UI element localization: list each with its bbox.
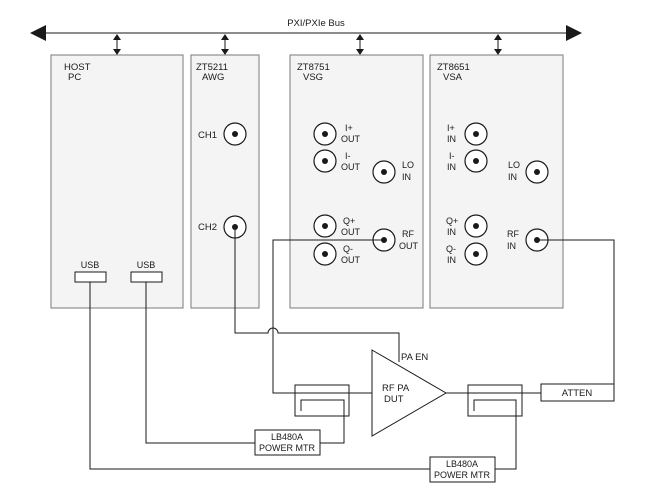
vsa-q-minus-label: Q- xyxy=(446,244,456,254)
vsa-i-minus-sub: IN xyxy=(447,162,456,172)
wire-amp-to-vsa xyxy=(446,239,615,394)
wire-usb1-meter2 xyxy=(89,282,430,470)
vsa-q-minus-sub: IN xyxy=(447,255,456,265)
wire-meter2-coupler2 xyxy=(473,399,517,470)
pxi-bus-label: PXI/PXIe Bus xyxy=(287,18,345,29)
meter2-line2: POWER MTR xyxy=(434,470,490,480)
meter1-line1: LB480A xyxy=(271,432,303,442)
vsg-q-minus-label: Q- xyxy=(343,244,353,254)
host-pc-name: HOST xyxy=(64,62,91,73)
vsa-i-minus-label: I- xyxy=(449,151,455,161)
awg-ch1-connector xyxy=(223,122,247,146)
vsg-i-plus-sub: OUT xyxy=(341,134,361,144)
vsa-q-plus-label: Q+ xyxy=(446,216,458,226)
awg-module: ZT5211 AWG CH1 CH2 xyxy=(190,54,260,309)
vsa-rf-label: RF xyxy=(507,229,519,239)
vsa-q-plus-connector xyxy=(464,214,488,238)
vsa-type: VSA xyxy=(443,72,463,83)
vsg-i-plus-connector xyxy=(313,122,337,146)
attenuator: ATTEN xyxy=(540,383,615,402)
vsg-q-plus-sub: OUT xyxy=(341,227,361,237)
vsg-i-minus-connector xyxy=(313,149,337,173)
vsg-rf-label: RF xyxy=(402,229,414,239)
vsg-rf-sub: OUT xyxy=(399,241,419,251)
meter1-line2: POWER MTR xyxy=(259,443,315,453)
usb-port-2 xyxy=(130,271,163,283)
vsa-module: ZT8651 VSA I+ IN I- IN LO IN Q+ IN Q- IN… xyxy=(429,54,564,309)
amp-line1: RF PA xyxy=(382,383,410,394)
vsg-q-plus-connector xyxy=(313,214,337,238)
vsg-lo-connector xyxy=(372,160,396,184)
vsa-q-minus-connector xyxy=(464,242,488,266)
usb-port-1-label: USB xyxy=(81,260,100,270)
atten-label: ATTEN xyxy=(562,388,593,399)
usb-port-2-label: USB xyxy=(137,260,156,270)
wiring xyxy=(89,227,615,470)
wire-meter1-coupler1 xyxy=(300,399,345,444)
awg-ch1-label: CH1 xyxy=(198,130,217,141)
rf-pa-dut: PA EN RF PA DUT xyxy=(371,349,447,437)
vsa-i-plus-connector xyxy=(464,122,488,146)
vsg-i-minus-sub: OUT xyxy=(341,162,361,172)
vsa-lo-sub: IN xyxy=(508,172,517,182)
amp-pa-en-label: PA EN xyxy=(401,352,428,363)
awg-model: ZT5211 xyxy=(196,62,228,73)
pxi-bus: PXI/PXIe Bus xyxy=(30,18,582,55)
wire-vsg-rf-out xyxy=(272,239,384,394)
vsa-i-plus-sub: IN xyxy=(447,134,456,144)
usb-port-1 xyxy=(74,271,107,283)
vsa-q-plus-sub: IN xyxy=(447,227,456,237)
host-pc-sub: PC xyxy=(68,72,81,83)
vsg-model: ZT8751 xyxy=(297,62,330,73)
vsg-i-plus-label: I+ xyxy=(345,123,353,133)
vsg-q-minus-sub: OUT xyxy=(341,255,361,265)
bus-taps xyxy=(113,34,502,55)
vsg-i-minus-label: I- xyxy=(345,151,351,161)
coupler-1 xyxy=(294,384,350,417)
vsg-lo-sub: IN xyxy=(402,172,411,182)
vsa-i-plus-label: I+ xyxy=(447,123,455,133)
vsg-q-plus-label: Q+ xyxy=(343,216,355,226)
vsg-type: VSG xyxy=(303,72,323,83)
vsg-module: ZT8751 VSG I+ OUT I- OUT LO IN Q+ OUT Q-… xyxy=(289,54,424,309)
awg-type: AWG xyxy=(202,72,224,83)
awg-ch2-label: CH2 xyxy=(198,222,217,233)
vsa-lo-label: LO xyxy=(508,160,520,170)
wire-usb2-meter1 xyxy=(145,282,255,444)
vsa-rf-sub: IN xyxy=(507,241,516,251)
power-meter-1: LB480A POWER MTR xyxy=(254,429,321,456)
vsa-lo-connector xyxy=(525,160,549,184)
amp-line2: DUT xyxy=(384,394,404,405)
host-pc-module: HOST PC USB USB xyxy=(50,54,184,309)
vsg-q-minus-connector xyxy=(313,242,337,266)
vsg-lo-label: LO xyxy=(402,160,414,170)
coupler-2 xyxy=(467,384,523,417)
vsa-model: ZT8651 xyxy=(437,62,470,73)
vsa-i-minus-connector xyxy=(464,149,488,173)
power-meter-2: LB480A POWER MTR xyxy=(429,456,496,483)
meter2-line1: LB480A xyxy=(446,459,478,469)
